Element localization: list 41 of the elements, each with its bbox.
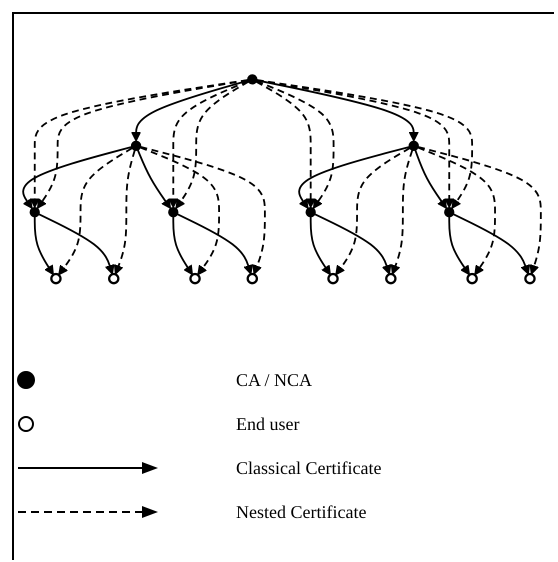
node-circle — [30, 207, 40, 218]
arrow — [452, 213, 530, 275]
arrow — [335, 147, 410, 276]
arrow — [140, 146, 266, 275]
arrow — [418, 146, 542, 275]
arrow — [34, 216, 54, 276]
legend-label: Nested Certificate — [236, 502, 366, 522]
node-circle — [247, 74, 258, 85]
arrow — [390, 150, 414, 275]
arrow — [298, 146, 410, 209]
arrow — [172, 216, 193, 276]
node-circle — [108, 272, 120, 284]
legend-label: Classical Certificate — [236, 458, 382, 478]
arrow — [177, 213, 254, 275]
legend-label: CA / NCA — [236, 370, 312, 390]
legend-label: End user — [236, 414, 300, 434]
arrow — [418, 146, 496, 276]
node-circle — [189, 272, 201, 284]
arrow — [310, 216, 331, 276]
node-circle — [246, 272, 258, 284]
arrow — [58, 147, 133, 276]
arrow — [38, 213, 114, 275]
arrow — [314, 213, 392, 275]
node-circle — [466, 272, 478, 284]
arrow — [22, 146, 132, 209]
node-circle — [444, 207, 454, 218]
arrow — [136, 150, 172, 209]
node-circle — [130, 140, 142, 151]
arrow — [414, 150, 448, 209]
arrow — [114, 150, 136, 275]
node-circle — [524, 272, 536, 284]
node-circle — [408, 140, 419, 151]
arrow — [140, 146, 220, 276]
arrow — [256, 80, 316, 208]
arrow — [256, 80, 334, 209]
node-circle — [306, 207, 316, 218]
node-circle — [385, 272, 397, 284]
node-circle — [168, 207, 178, 218]
arrow — [448, 216, 470, 276]
node-circle — [50, 272, 62, 284]
node-circle — [327, 272, 339, 284]
